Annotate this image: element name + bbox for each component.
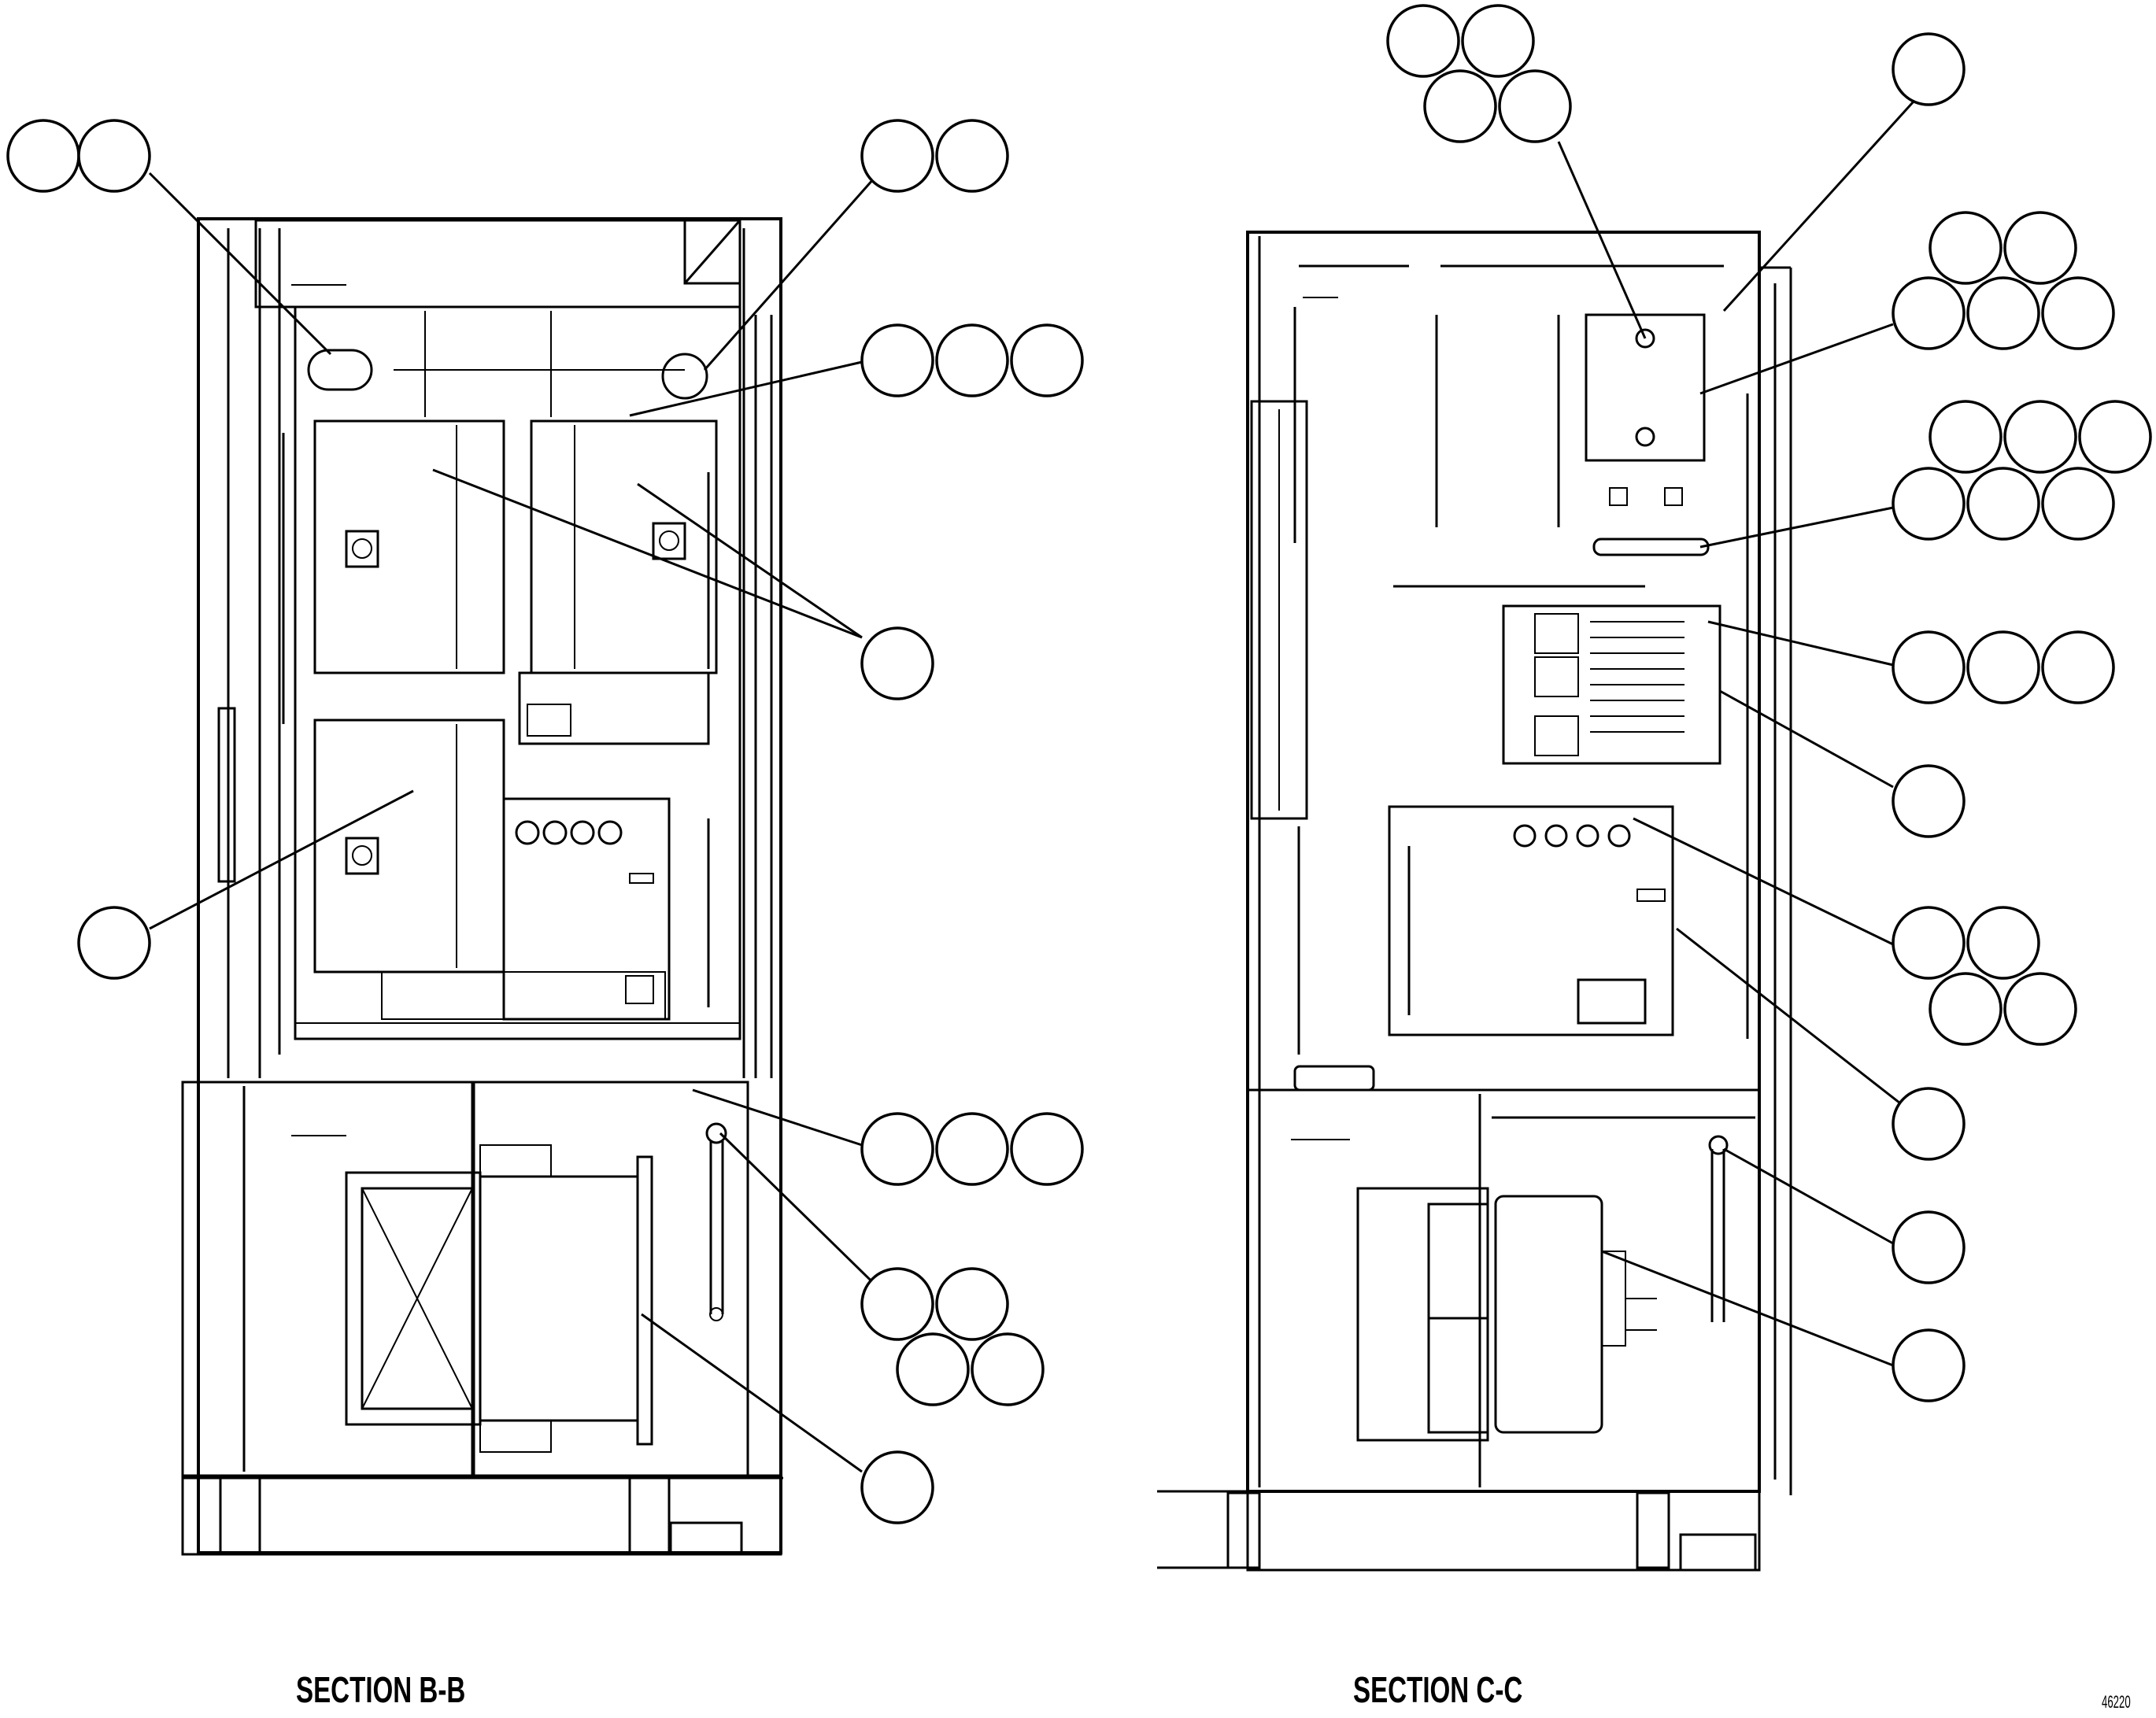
balloon bbox=[2078, 400, 2152, 474]
balloon-group-c-right-1a bbox=[1892, 764, 1966, 838]
balloon-group-b-left-1 bbox=[77, 906, 151, 980]
balloon-group-c-right-1d bbox=[1892, 1328, 1966, 1402]
balloon bbox=[860, 119, 934, 193]
section-b-b-drawing bbox=[181, 217, 783, 1556]
balloon-group-b-top-right bbox=[860, 119, 1009, 193]
balloon bbox=[1461, 4, 1535, 78]
balloon bbox=[860, 1267, 934, 1341]
balloon bbox=[1929, 972, 2003, 1046]
balloon bbox=[1423, 69, 1497, 143]
balloon bbox=[896, 1332, 970, 1406]
balloon bbox=[2041, 630, 2115, 704]
balloon bbox=[77, 119, 151, 193]
balloon bbox=[1892, 906, 1966, 980]
balloon bbox=[935, 323, 1009, 397]
balloon bbox=[935, 1112, 1009, 1186]
balloon bbox=[2003, 972, 2077, 1046]
balloon bbox=[860, 1112, 934, 1186]
balloon bbox=[1966, 630, 2040, 704]
balloon bbox=[935, 119, 1009, 193]
balloon-group-c-right-5 bbox=[1892, 211, 2115, 350]
balloon bbox=[1010, 323, 1084, 397]
balloon bbox=[1892, 764, 1966, 838]
balloon bbox=[2003, 400, 2077, 474]
drawing-number: 46220 bbox=[2102, 1692, 2131, 1712]
balloon bbox=[1892, 1087, 1966, 1161]
balloon bbox=[860, 323, 934, 397]
balloon bbox=[2003, 211, 2077, 285]
balloon bbox=[2041, 276, 2115, 350]
balloon-group-b-lower-right-4 bbox=[860, 1267, 1045, 1406]
balloon bbox=[1498, 69, 1572, 143]
balloon bbox=[1892, 630, 1966, 704]
balloon bbox=[1966, 467, 2040, 541]
balloon bbox=[1929, 211, 2003, 285]
balloon bbox=[1966, 906, 2040, 980]
balloon bbox=[1892, 1210, 1966, 1284]
balloon-group-b-bottom-1 bbox=[860, 1450, 934, 1524]
balloon-group-c-right-3 bbox=[1892, 630, 2115, 704]
balloon bbox=[860, 1450, 934, 1524]
section-b-b-leaders bbox=[148, 172, 899, 1473]
balloon-group-b-upper-right-3 bbox=[860, 323, 1084, 397]
balloon-group-b-top-left bbox=[6, 119, 151, 193]
balloon-group-c-right-1b bbox=[1892, 1087, 1966, 1161]
balloon bbox=[6, 119, 80, 193]
section-c-c-leaders bbox=[1557, 83, 1930, 1367]
balloon bbox=[1386, 4, 1460, 78]
balloon-group-b-lower-right-3 bbox=[860, 1112, 1084, 1186]
balloon-group-c-right-1c bbox=[1892, 1210, 1966, 1284]
section-b-b-label: SECTION B-B bbox=[296, 1669, 466, 1710]
section-c-c-label: SECTION C-C bbox=[1353, 1669, 1523, 1710]
balloon bbox=[1929, 400, 2003, 474]
balloon-group-c-top-right-1 bbox=[1892, 32, 1966, 106]
balloon bbox=[971, 1332, 1045, 1406]
balloon bbox=[1966, 276, 2040, 350]
balloon-group-c-right-4 bbox=[1892, 906, 2077, 1046]
balloon bbox=[1892, 32, 1966, 106]
balloon bbox=[1892, 467, 1966, 541]
balloon-group-b-mid-right-1 bbox=[860, 626, 934, 700]
balloon bbox=[1010, 1112, 1084, 1186]
balloon bbox=[1892, 276, 1966, 350]
balloon bbox=[1892, 1328, 1966, 1402]
section-c-c-drawing bbox=[1157, 231, 1792, 1572]
balloon bbox=[2041, 467, 2115, 541]
balloon bbox=[935, 1267, 1009, 1341]
balloon bbox=[860, 626, 934, 700]
balloon-group-c-top-4 bbox=[1386, 4, 1572, 143]
balloon bbox=[77, 906, 151, 980]
balloon-group-c-right-6 bbox=[1892, 400, 2152, 541]
